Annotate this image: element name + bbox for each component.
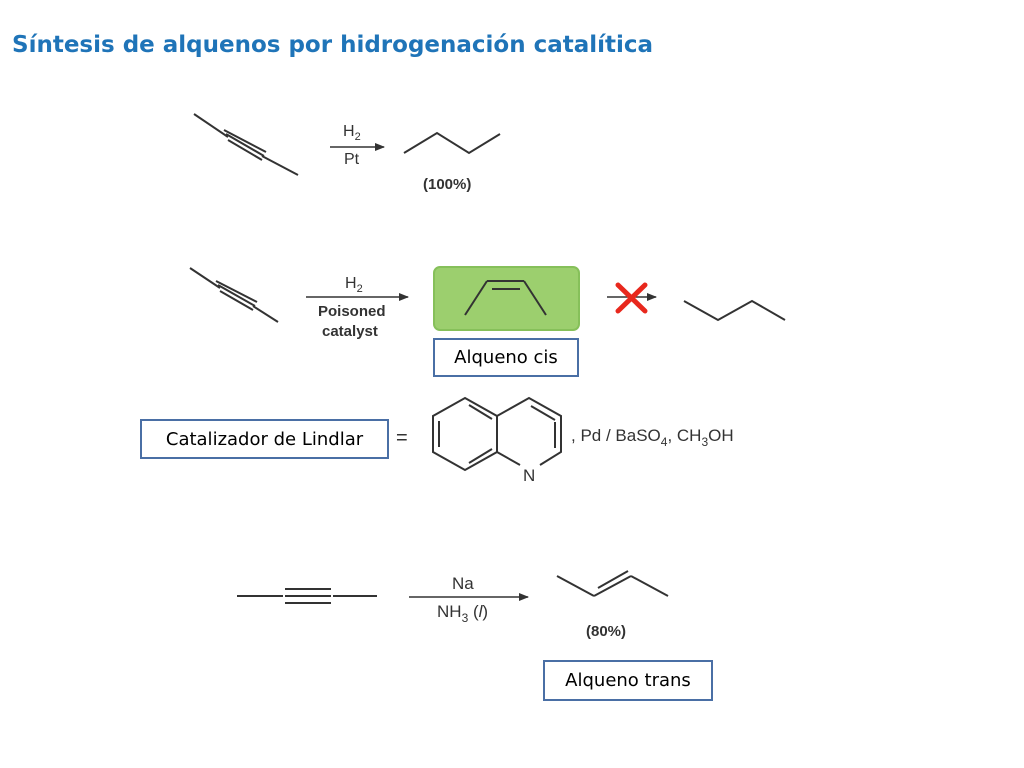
reaction3-product-trans-alkene xyxy=(556,570,669,597)
svg-text:H2: H2 xyxy=(343,123,361,143)
quinoline-nitrogen: N xyxy=(523,466,535,485)
reaction2-product-cis-alkene xyxy=(464,280,547,316)
reaction3-reagent-bottom: NH3 (l) xyxy=(437,602,488,625)
reaction3-reagent-top: Na xyxy=(452,574,474,593)
cross-icon xyxy=(615,282,648,314)
cis-alkene-label: Alqueno cis xyxy=(433,338,579,377)
lindlar-catalyst-label: Catalizador de Lindlar xyxy=(140,419,389,459)
reaction3-yield: (80%) xyxy=(586,623,626,640)
reaction2-reagent-line1: Poisoned xyxy=(318,303,386,320)
reaction1-yield: (100%) xyxy=(423,176,471,193)
lindlar-formula: , Pd / BaSO4, CH3OH xyxy=(571,426,734,449)
svg-text:H2: H2 xyxy=(345,275,363,295)
reaction2-arrow: H2 Poisoned catalyst xyxy=(306,275,409,340)
reaction1-catalyst: Pt xyxy=(344,151,360,168)
reaction1-arrow: H2 Pt xyxy=(330,123,385,168)
quinoline-structure xyxy=(432,396,562,472)
slide-title: Síntesis de alquenos por hidrogenación c… xyxy=(12,32,654,58)
lindlar-equals: = xyxy=(396,427,408,449)
reaction1-product-butane xyxy=(403,131,501,155)
trans-alkene-label: Alqueno trans xyxy=(543,660,713,701)
over-reduced-butane xyxy=(683,299,786,322)
svg-text:=: = xyxy=(396,427,408,449)
reaction3-reactant-alkyne xyxy=(237,588,377,604)
reaction2-reagent-line2: catalyst xyxy=(322,323,378,340)
reaction1-reactant-alkyne xyxy=(193,113,299,176)
reaction3-arrow: Na NH3 (l) xyxy=(409,574,529,625)
reaction2-reactant-alkyne xyxy=(189,267,279,323)
cis-product-highlight xyxy=(433,266,580,331)
